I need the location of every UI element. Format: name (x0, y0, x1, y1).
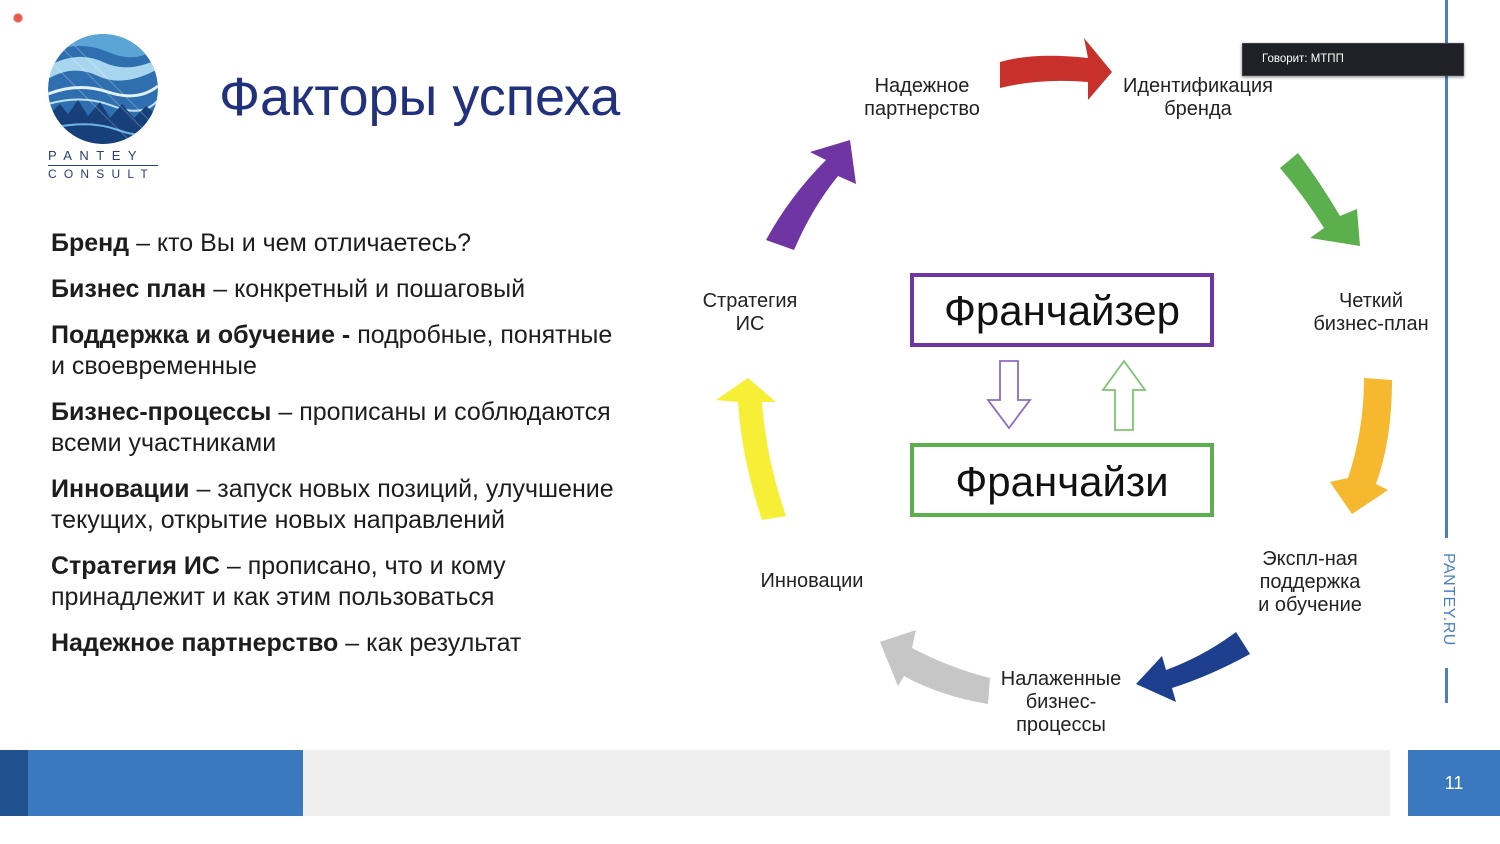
yellow-arrow-icon (716, 378, 786, 520)
green-arrow-icon (1280, 153, 1360, 246)
list-item: Бизнес план – конкретный и пошаговый (51, 274, 631, 305)
label-partnership-1: Надежное (875, 75, 970, 97)
speaker-indicator: Говорит: МТПП (1242, 43, 1464, 76)
bullet-term: Бизнес-процессы (51, 398, 272, 426)
label-processes-3: процессы (1016, 714, 1106, 736)
purple-arrow-icon (766, 140, 856, 250)
franchisor-box (910, 273, 1214, 347)
bullet-description: – запуск новых позиций, улучшение текущи… (51, 475, 614, 534)
bullet-description: подробные, понятные и своевременные (51, 321, 613, 380)
slide-number: 11 (1408, 750, 1500, 816)
label-strategy-2: ИС (736, 313, 765, 335)
list-item: Бизнес-процессы – прописаны и соблюдаютс… (51, 397, 631, 459)
bullet-term: Бренд (51, 229, 130, 257)
bullet-term: Стратегия ИС (51, 552, 220, 580)
recording-indicator-icon (13, 13, 23, 23)
globe-logo-icon (48, 34, 158, 144)
label-support-1: Экспл-ная (1262, 548, 1358, 570)
bullet-term: Поддержка и обучение - (51, 321, 351, 349)
bullet-description: – прописаны и соблюдаются всеми участник… (51, 398, 611, 457)
label-support-3: и обучение (1258, 594, 1362, 616)
right-accent-line-lower (1445, 668, 1448, 703)
franchisor-label: Франчайзер (944, 287, 1180, 334)
label-support-2: поддержка (1260, 571, 1362, 593)
list-item: Инновации – запуск новых позиций, улучше… (51, 474, 631, 536)
franchisee-label: Франчайзи (955, 458, 1168, 505)
list-item: Бренд – кто Вы и чем отличаетесь? (51, 228, 631, 259)
footer-blue-block (28, 750, 303, 816)
logo-text-pantey: PANTEY (48, 148, 145, 163)
success-factors-list: Бренд – кто Вы и чем отличаетесь? Бизнес… (51, 228, 631, 674)
up-hollow-arrow-icon (1101, 359, 1147, 431)
bullet-term: Инновации (51, 475, 190, 503)
navy-arrow-icon (1136, 632, 1250, 702)
franchise-cycle-diagram: Надежное партнерство Идентификация бренд… (703, 38, 1429, 736)
label-innovations: Инновации (761, 570, 864, 592)
gray-arrow-icon (880, 630, 990, 704)
label-brand-2: бренда (1164, 98, 1232, 120)
bullet-term: Бизнес план (51, 275, 207, 303)
label-plan-2: бизнес-план (1313, 313, 1428, 335)
bullet-term: Надежное партнерство (51, 629, 339, 657)
logo-divider (48, 165, 158, 166)
side-website-label: PANTEY.RU (1440, 553, 1457, 646)
orange-arrow-icon (1330, 378, 1392, 514)
label-partnership-2: партнерство (864, 98, 980, 120)
bullet-description: – как результат (338, 629, 522, 657)
right-accent-line (1445, 0, 1448, 538)
label-processes-1: Налаженные (1001, 668, 1121, 690)
bullet-description: – кто Вы и чем отличаетесь? (129, 229, 472, 257)
red-arrow-icon (1000, 38, 1112, 100)
label-plan-1: Четкий (1339, 290, 1403, 312)
list-item: Стратегия ИС – прописано, что и кому при… (51, 551, 631, 613)
list-item: Поддержка и обучение - подробные, понятн… (51, 320, 631, 382)
bullet-description: – конкретный и пошаговый (206, 275, 526, 303)
down-hollow-arrow-icon (986, 360, 1032, 430)
footer-dark-block (0, 750, 28, 816)
pantey-consult-logo: PANTEY CONSULT (48, 34, 160, 184)
label-brand-1: Идентификация (1123, 75, 1273, 97)
franchisee-box (910, 443, 1214, 517)
logo-text-consult: CONSULT (48, 167, 155, 181)
list-item: Надежное партнерство – как результат (51, 628, 631, 659)
bullet-description: – прописано, что и кому принадлежит и ка… (51, 552, 506, 611)
label-strategy-1: Стратегия (703, 290, 798, 312)
slide-title: Факторы успеха (219, 67, 621, 127)
label-processes-2: бизнес- (1026, 691, 1097, 713)
